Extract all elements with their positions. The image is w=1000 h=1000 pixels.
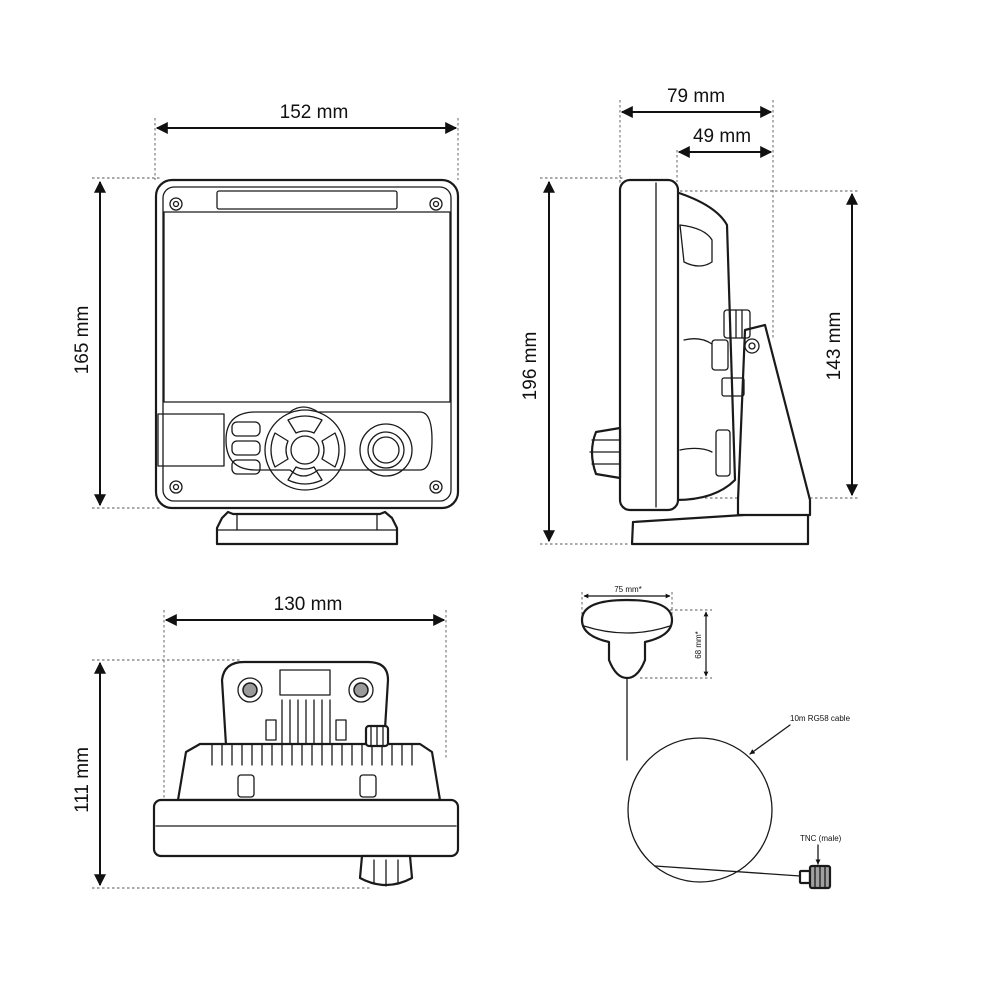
front-view [92, 118, 460, 546]
dimension-labels: 152 mm 165 mm 79 mm 49 mm 196 mm 143 mm … [72, 86, 851, 843]
label-antenna-width: 75 mm* [614, 585, 642, 594]
label-antenna-height: 68 mm* [694, 631, 703, 659]
label-height-body: 143 mm [824, 312, 845, 381]
cable-bundle [265, 699, 347, 746]
cable-coil [627, 737, 773, 883]
rear-connectors [711, 309, 760, 477]
bezel-top [152, 798, 460, 858]
rear-housing [674, 190, 737, 502]
screw-icon [169, 197, 443, 494]
stand-arm [736, 323, 812, 517]
side-view [540, 100, 858, 546]
label-front-height: 165 mm [72, 306, 93, 375]
cable-leader [749, 724, 791, 755]
direction-pad [264, 409, 346, 491]
soft-keys [231, 421, 261, 475]
cooling-fins [211, 743, 413, 766]
label-top-width: 130 mm [274, 594, 343, 615]
side-knob [590, 426, 622, 480]
label-top-depth: 111 mm [72, 747, 93, 813]
label-height-total: 196 mm [520, 332, 541, 401]
rear-housing-top [176, 742, 442, 802]
stand-top [220, 660, 390, 747]
top-view [92, 610, 460, 889]
keypad-panel [225, 406, 433, 477]
label-front-width: 152 mm [280, 102, 349, 123]
device-body-front [154, 178, 460, 510]
label-depth-total: 79 mm [667, 86, 725, 107]
gps-antenna [580, 592, 832, 890]
display-screen [163, 211, 451, 403]
label-depth-body: 49 mm [693, 126, 751, 147]
label-connector: TNC (male) [800, 834, 842, 843]
rotary-knob-icon [359, 423, 413, 477]
label-cable: 10m RG58 cable [790, 714, 851, 723]
front-bezel-side [618, 178, 680, 512]
stand-base [630, 510, 810, 546]
antenna-dome [580, 598, 674, 680]
